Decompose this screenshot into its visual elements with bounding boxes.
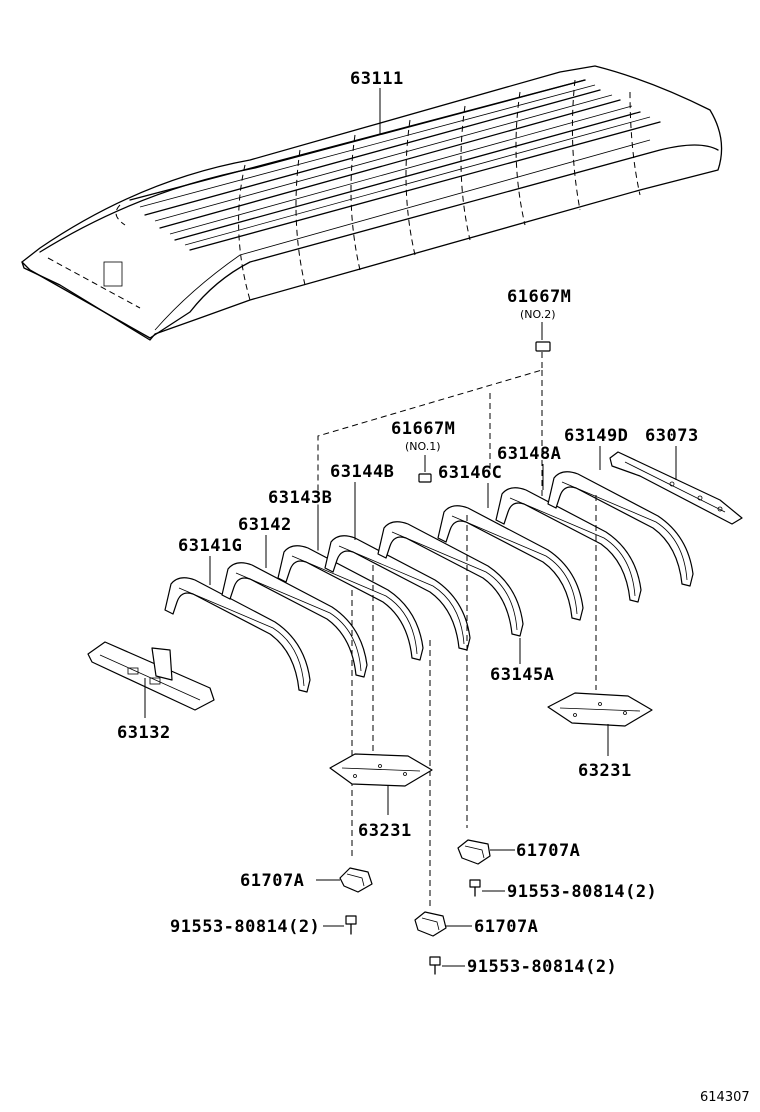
label-91553-left: 91553-80814(2) [170, 917, 320, 937]
label-63141g: 63141G [178, 536, 242, 556]
label-63146c: 63146C [438, 463, 502, 483]
label-63231-right: 63231 [578, 761, 632, 781]
bow-63144b [324, 535, 471, 651]
bow-63143b [277, 545, 424, 661]
reinforcement-63231-left [329, 753, 433, 787]
label-61707a-center: 61707A [474, 917, 538, 937]
bolt-91553-left [345, 915, 357, 935]
figure-number: 614307 [700, 1090, 750, 1105]
label-63149d: 63149D [564, 426, 628, 446]
reinforcement-63231-right [547, 692, 653, 727]
bow-63145a [437, 505, 584, 621]
label-63145a: 63145A [490, 665, 554, 685]
label-91553-right: 91553-80814(2) [507, 882, 657, 902]
label-63073: 63073 [645, 426, 699, 446]
bracket-61707a-center [414, 911, 447, 937]
bow-63142 [221, 562, 368, 678]
label-61667m-no1-sub: (NO.1) [405, 440, 441, 453]
bow-63149d [547, 471, 694, 587]
label-61667m-no2-sub: (NO.2) [520, 308, 556, 321]
bracket-61707a-left [339, 867, 373, 893]
label-61667m-no2: 61667M [507, 287, 571, 307]
clip-61667m-no2 [535, 341, 551, 352]
label-63231-left: 63231 [358, 821, 412, 841]
label-63111: 63111 [350, 69, 404, 89]
label-63144b: 63144B [330, 462, 394, 482]
bracket-61707a-right [457, 839, 491, 865]
front-header-63132 [87, 641, 215, 711]
bolt-91553-center [429, 956, 441, 975]
label-61707a-left: 61707A [240, 871, 304, 891]
roof-rail-63073 [609, 451, 743, 525]
bolt-91553-right [469, 879, 481, 897]
clip-61667m-no1 [418, 473, 432, 483]
label-63132: 63132 [117, 723, 171, 743]
roof-bows [164, 471, 694, 693]
bow-63148a [495, 487, 642, 603]
label-61667m-no1: 61667M [391, 419, 455, 439]
label-63143b: 63143B [268, 488, 332, 508]
label-61707a-right: 61707A [516, 841, 580, 861]
label-63142: 63142 [238, 515, 292, 535]
label-63148a: 63148A [497, 444, 561, 464]
bow-63141g [164, 577, 311, 693]
roof-panel [21, 65, 723, 341]
label-91553-center: 91553-80814(2) [467, 957, 617, 977]
bow-63146c [377, 521, 524, 637]
